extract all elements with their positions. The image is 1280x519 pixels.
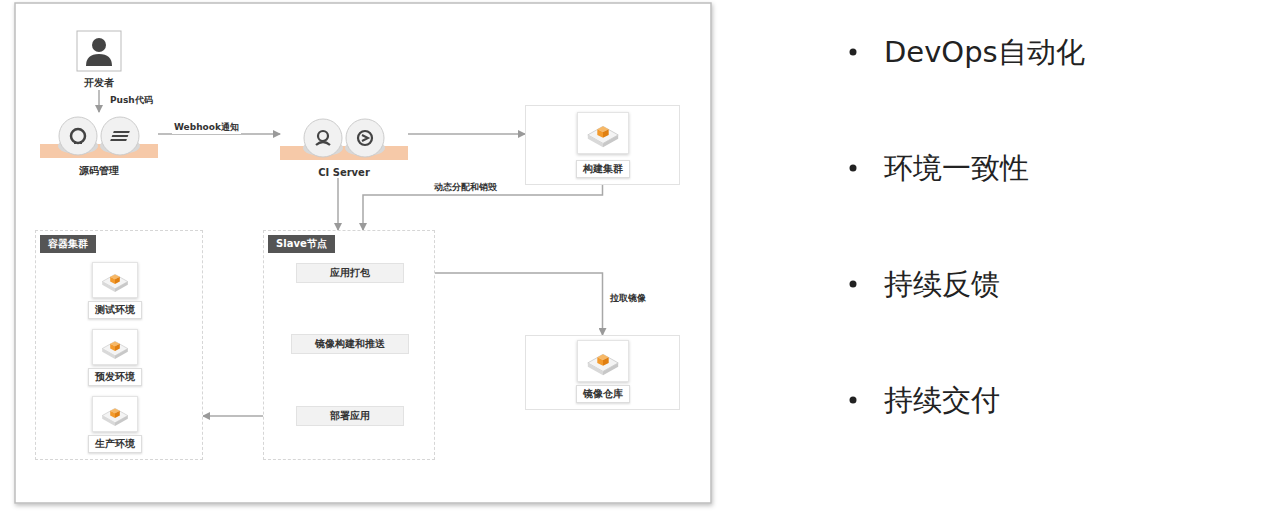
diagram-frame bbox=[15, 3, 711, 503]
bullet-text: 持续交付 bbox=[884, 381, 1000, 421]
bullet-dot bbox=[850, 49, 857, 56]
process-step: 部署应用 bbox=[296, 406, 404, 426]
node-icon bbox=[92, 326, 138, 368]
node-label: 预发环境 bbox=[88, 368, 142, 386]
node-label: 镜像构建和推送 bbox=[315, 337, 385, 351]
node-label: 测试环境 bbox=[88, 301, 142, 319]
process-step: 镜像构建和推送 bbox=[291, 334, 409, 354]
edge-label: 动态分配和销毁 bbox=[432, 181, 499, 194]
node-label: 应用打包 bbox=[330, 266, 370, 280]
cluster-box: 生产环境 bbox=[77, 393, 153, 453]
node-icon bbox=[280, 112, 408, 167]
cluster-box: 构建集群 bbox=[525, 105, 680, 185]
flow-arrow bbox=[408, 133, 525, 135]
cluster-box: 镜像仓库 bbox=[525, 335, 680, 410]
node-label: 开发者 bbox=[84, 76, 114, 90]
node-icon bbox=[92, 259, 138, 301]
node-label: 部署应用 bbox=[330, 409, 370, 423]
actor-box: 开发者 bbox=[70, 26, 128, 90]
edge-label: 拉取镜像 bbox=[608, 292, 648, 305]
person-icon bbox=[76, 30, 122, 72]
cluster-region: Slave节点应用打包镜像构建和推送部署应用 bbox=[263, 230, 435, 460]
node-icon bbox=[76, 26, 122, 76]
cube-icon bbox=[99, 398, 131, 430]
tool-icons bbox=[280, 118, 408, 162]
bullet-dot bbox=[850, 397, 857, 404]
tool-icons bbox=[40, 116, 158, 160]
process-step: 应用打包 bbox=[296, 263, 404, 283]
cluster-region: 容器集群测试环境预发环境生产环境 bbox=[35, 230, 203, 460]
cluster-box: 预发环境 bbox=[77, 326, 153, 386]
cube-icon bbox=[584, 342, 622, 380]
node-icon bbox=[577, 106, 629, 160]
region-header: Slave节点 bbox=[268, 235, 335, 253]
edge-label: Push代码 bbox=[108, 94, 155, 107]
node-icon bbox=[40, 112, 158, 164]
node-label: 源码管理 bbox=[79, 164, 119, 178]
node-icon bbox=[92, 393, 138, 435]
cube-icon bbox=[584, 114, 622, 152]
cube-icon bbox=[99, 331, 131, 363]
tool-box: CI Server bbox=[280, 112, 408, 178]
bullet-dot bbox=[850, 165, 857, 172]
region-header: 容器集群 bbox=[40, 235, 96, 253]
bullet-text: 持续反馈 bbox=[884, 265, 1000, 305]
flow-arrow bbox=[98, 90, 100, 112]
edge-label: Webhook通知 bbox=[172, 121, 241, 134]
bullet-text: DevOps自动化 bbox=[884, 33, 1085, 73]
cluster-box: 测试环境 bbox=[77, 259, 153, 319]
flow-arrow bbox=[337, 178, 339, 230]
bullet-dot bbox=[850, 281, 857, 288]
tool-box: 源码管理 bbox=[40, 112, 158, 178]
cube-icon bbox=[99, 264, 131, 296]
node-label: 构建集群 bbox=[576, 160, 630, 178]
bullet-text: 环境一致性 bbox=[884, 149, 1029, 189]
node-label: 生产环境 bbox=[88, 435, 142, 453]
node-icon bbox=[577, 336, 629, 385]
node-label: CI Server bbox=[318, 167, 370, 178]
node-label: 镜像仓库 bbox=[576, 385, 630, 403]
